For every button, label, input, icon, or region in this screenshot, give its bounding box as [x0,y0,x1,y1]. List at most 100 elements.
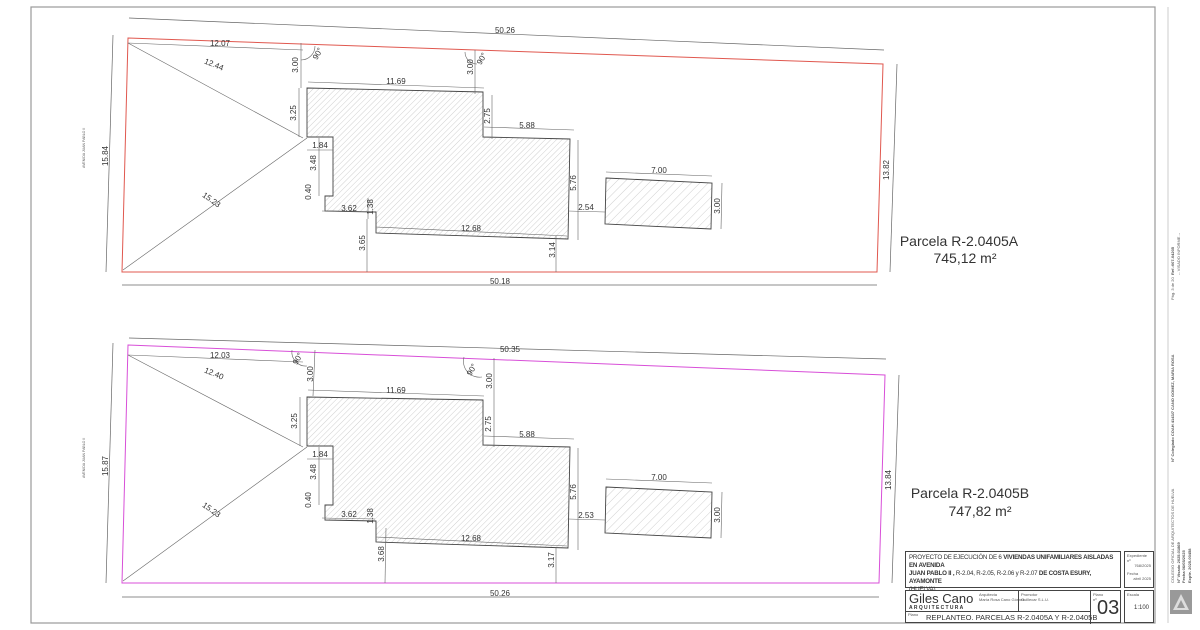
dim-line [122,137,308,271]
dim-line [375,226,568,237]
divider [1090,591,1091,624]
side-colegiado: Nº Colegiado COAH 4143/7 CANO GOMEZ, MAR… [1170,354,1175,462]
dim-rear-right: 3.17 [547,552,556,568]
dim-setback: 12.03 [210,351,231,360]
dim-small-h: 3.48 [309,155,318,171]
dim-line [375,536,568,547]
fecha-value: abril 2025 [1133,576,1151,581]
dim-line [605,478,713,484]
dim-line [483,126,575,131]
dim-line [321,517,376,520]
college-logo-icon [1170,590,1192,614]
project-bold1: VIVIENDAS UNIFAMILIARES AISLADAS EN AVEN… [909,554,1114,569]
dim-line [321,210,376,213]
dim-shed-gap: 2.53 [578,511,594,520]
dim-east-h: 5.76 [569,175,578,191]
dim-rear-left: 3.68 [377,546,386,562]
plano-label: Plano [1093,592,1104,597]
dim-angle-a: 90° [291,351,305,366]
dim-small-h: 3.48 [309,464,318,480]
dim-right: 13.82 [882,159,891,180]
plano-title: REPLANTEO. PARCELAS R-2.0405A Y R-2.0405… [926,613,1098,622]
shed-footprint-a [604,177,713,230]
arquitecta-label: Arquitecta [979,592,998,597]
dim-top-total: 50.26 [495,26,516,35]
dim-line [567,210,606,213]
dim-line [105,34,114,273]
angle-arc [464,51,478,65]
escala-label: Escala [1127,592,1140,597]
divider [1018,591,1019,611]
dim-front-a: 3.00 [291,57,300,73]
escala-value: 1:100 [1134,605,1150,611]
dim-line [312,349,316,397]
parcel-b-name: Parcela R-2.0405B [911,485,1029,501]
street-label: AVENIDA JUAN PABLO II [82,128,86,168]
dim-left: 15.87 [101,455,110,476]
dim-small-w: 1.84 [312,450,328,459]
project-mid: R-2.04, R-2.05, R-2.06 y R-2.07 [955,570,1038,577]
dim-top-total: 50.35 [500,345,521,354]
parcel-a-boundary [121,37,884,273]
dim-front-a: 3.00 [306,366,315,382]
house-footprint-b [306,396,571,549]
dim-line [605,171,713,177]
dim-lower-h: 1.38 [366,508,375,524]
dim-line [128,337,887,360]
side-fecha: Fecha 06/05/2025 [1181,550,1186,583]
dim-step-h: 2.75 [483,108,492,124]
dim-house-bottom: 12.68 [461,534,482,543]
dim-angle-a: 90° [311,46,325,61]
dim-shed-w: 7.00 [651,473,667,482]
dim-shed-h: 3.00 [713,507,722,523]
dim-diag-bottom: 15.23 [201,191,223,210]
side-ref: Ref.:007-04205 [1170,246,1175,275]
project-bold2: JUAN PABLO II , [909,570,955,577]
shed-footprint-b [604,486,713,539]
dim-diag-bottom: 15.23 [201,501,223,520]
dim-notch-h: 3.25 [289,105,298,121]
escala-box: Escala 1:100 [1124,590,1154,623]
plano-title-label: Plano [908,612,919,617]
dim-shed-gap: 2.54 [578,203,594,212]
dim-front-b: 3.00 [485,373,494,389]
dim-rear-left: 3.65 [358,235,367,251]
parcel-b-boundary [121,344,886,584]
fecha-label: Fecha [1127,571,1139,576]
dim-small-w: 1.84 [312,141,328,150]
angle-arc [300,45,316,61]
arquitecta-value: María Rosa Cano Gómez [979,597,1025,602]
dim-line [891,374,900,584]
expediente-box: Expediente nº 768/2025 Fecha abril 2025 [1124,551,1154,588]
dim-line [122,446,308,582]
parcel-b-area: 747,82 m² [948,503,1011,519]
expediente-value: 768/2025 [1134,563,1151,568]
promotor-label: Promotor [1021,592,1038,597]
dim-line [384,527,387,584]
dim-left: 15.84 [101,145,110,166]
dim-line [127,354,304,448]
dim-bottom-total: 50.26 [490,589,511,598]
dim-notch-h: 3.25 [290,413,299,429]
project-title-box: PROYECTO DE EJECUCIÓN DE 6 VIVIENDAS UNI… [905,551,1121,593]
side-page: Pág. 3 de 20 [1170,277,1175,300]
project-prefix: PROYECTO DE EJECUCIÓN DE 6 [909,554,1002,561]
side-note: -- VISADO INFORME -- [1176,232,1181,275]
angle-arc [291,349,308,367]
project-line3: (HUELVA) [909,586,936,593]
promotor-value: Guillecar S.L.U. [1021,597,1050,602]
dim-gap-h: 0.40 [304,184,313,200]
dim-gap-h: 0.40 [304,492,313,508]
dim-wing-w: 5.88 [519,430,535,439]
expediente-label: Expediente nº [1127,553,1148,563]
dim-diag-top: 12.44 [203,57,225,73]
dim-bottom-total: 50.18 [490,277,511,286]
dim-lower-w: 3.62 [341,510,357,519]
studio-sub: ARQUITECTURA [909,605,965,611]
divider [906,611,1090,612]
dim-east-h: 5.76 [569,484,578,500]
project-bold3: DE COSTA ESURY, AYAMONTE [909,570,1092,585]
dim-house-top: 11.69 [386,386,406,395]
parcel-b: 50.35 50.26 15.87 13.84 12.03 12.40 15.2… [82,337,1029,598]
